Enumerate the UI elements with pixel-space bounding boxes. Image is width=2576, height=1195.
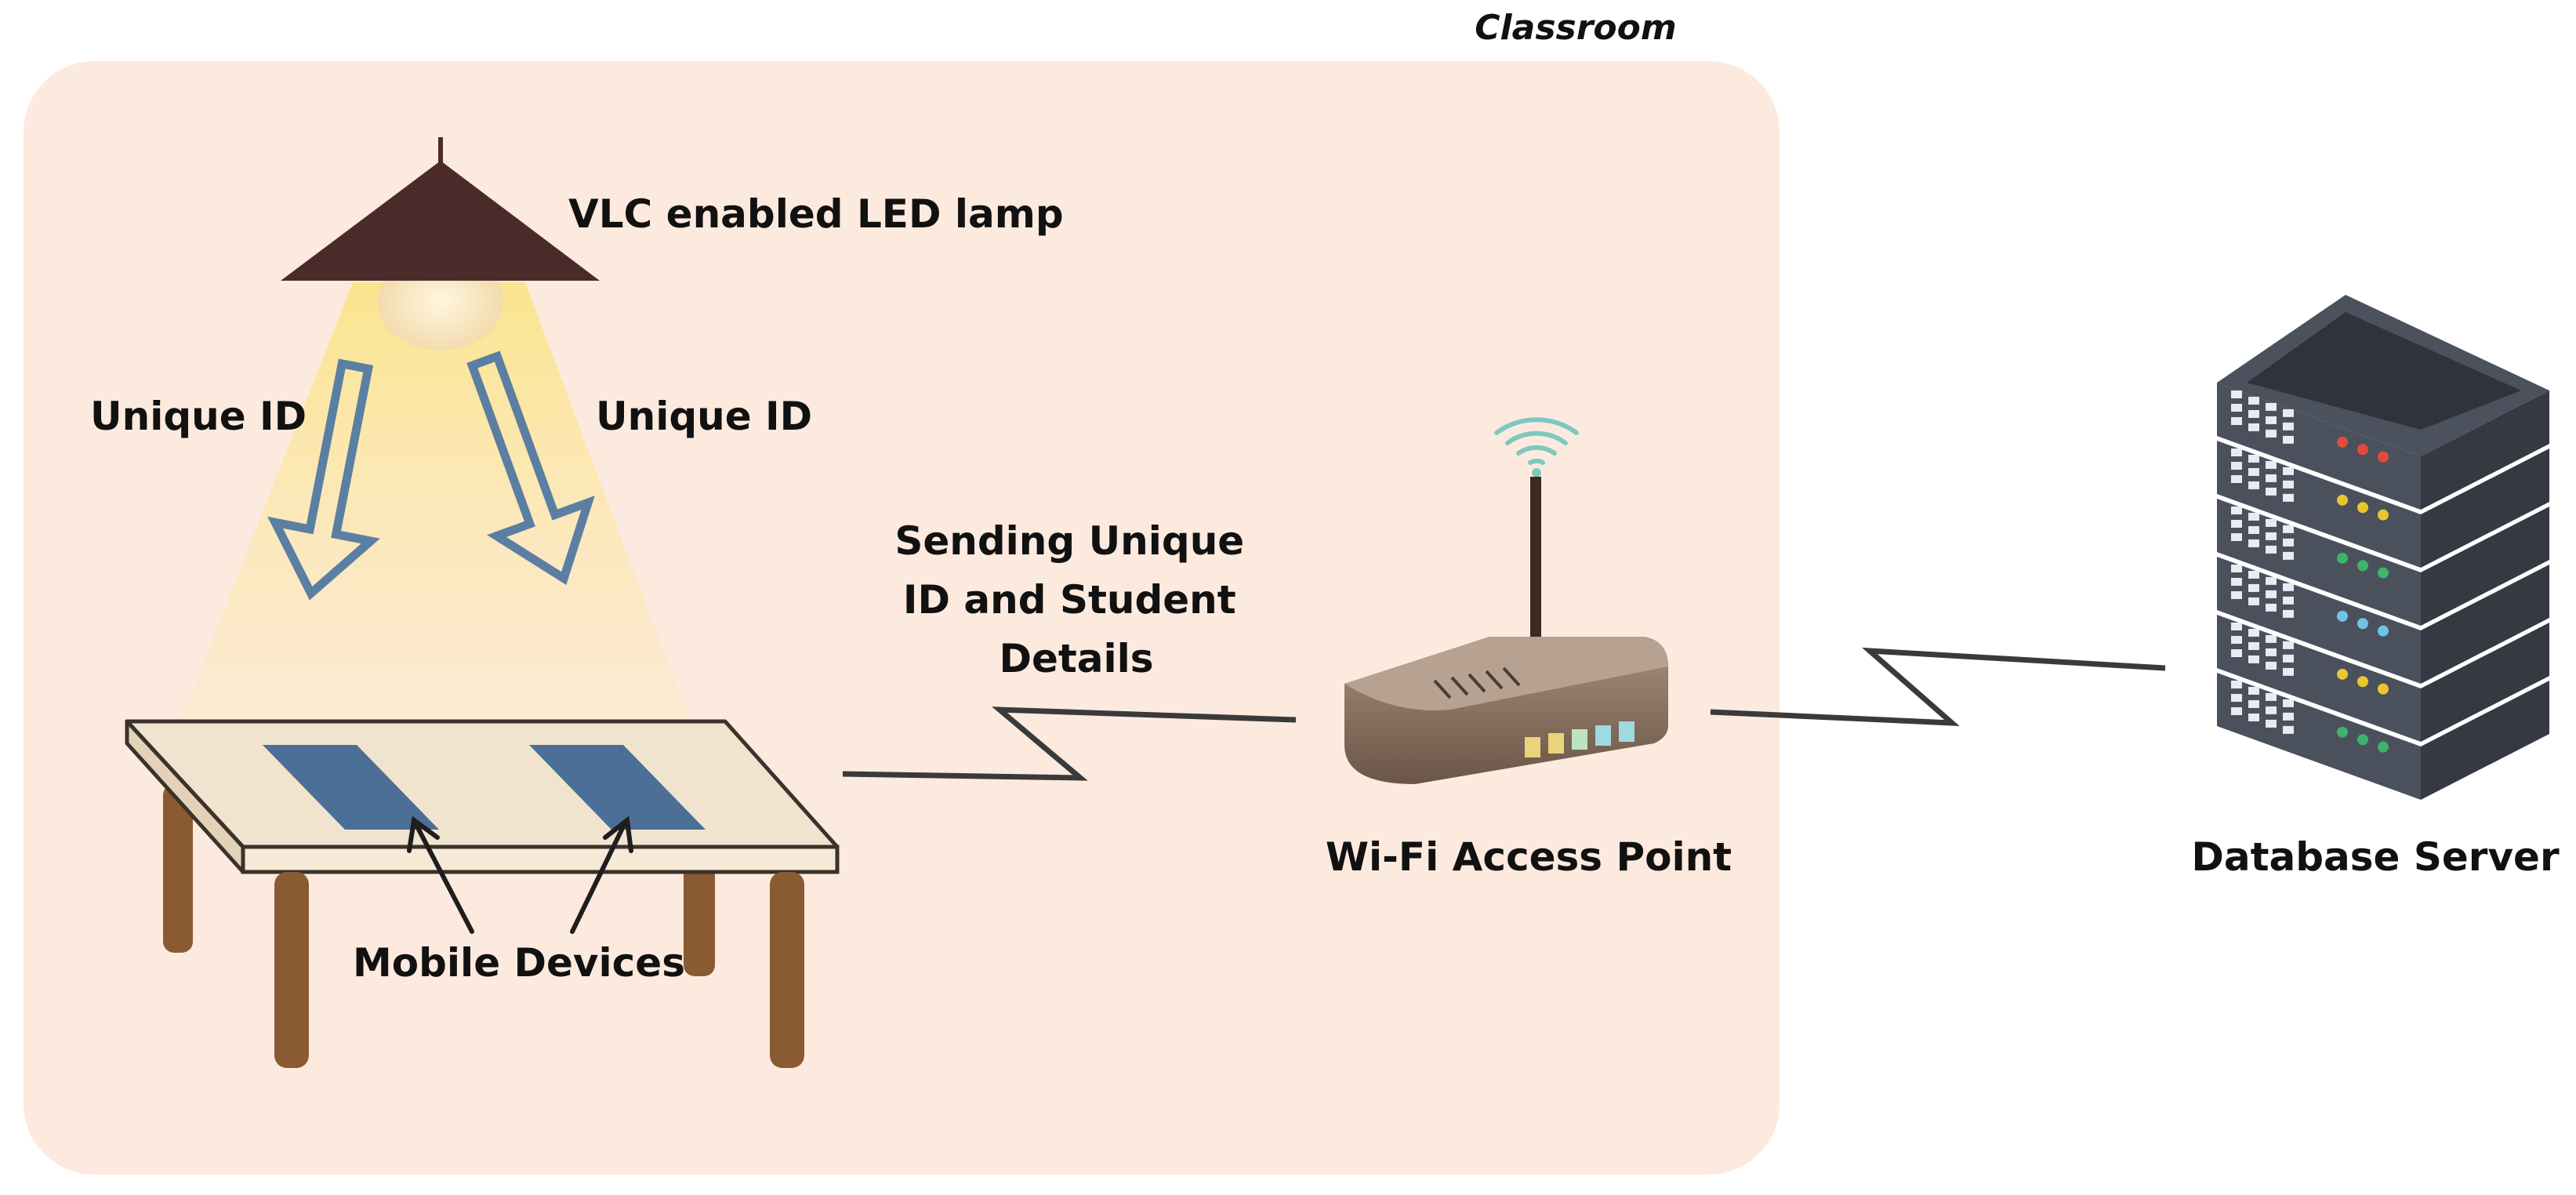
mobile-device-icon: [529, 745, 706, 830]
unique-id-arrow-left-icon: [267, 358, 380, 601]
database-server-label: Database Server: [2191, 834, 2560, 880]
unique-id-label-left: Unique ID: [90, 394, 307, 439]
classroom-title: Classroom: [1475, 8, 1676, 48]
pointer-arrows: [407, 815, 633, 934]
lamp-label: VLC enabled LED lamp: [568, 191, 1064, 237]
led-lamp-icon: [281, 137, 600, 351]
wifi-router-icon: [1344, 417, 1668, 784]
database-server-icon: [2217, 295, 2549, 800]
network-link: [1710, 647, 2166, 726]
unique-id-arrow-right-icon: [466, 351, 595, 585]
light-beam: [180, 282, 690, 721]
mobile-devices-label: Mobile Devices: [353, 940, 685, 986]
access-point-label: Wi-Fi Access Point: [1326, 834, 1732, 880]
unique-id-label-right: Unique ID: [596, 394, 812, 439]
wireless-link: [842, 706, 1297, 781]
mobile-device-icon: [263, 745, 439, 830]
link-label: Sending Unique ID and Student Details: [894, 518, 1257, 681]
